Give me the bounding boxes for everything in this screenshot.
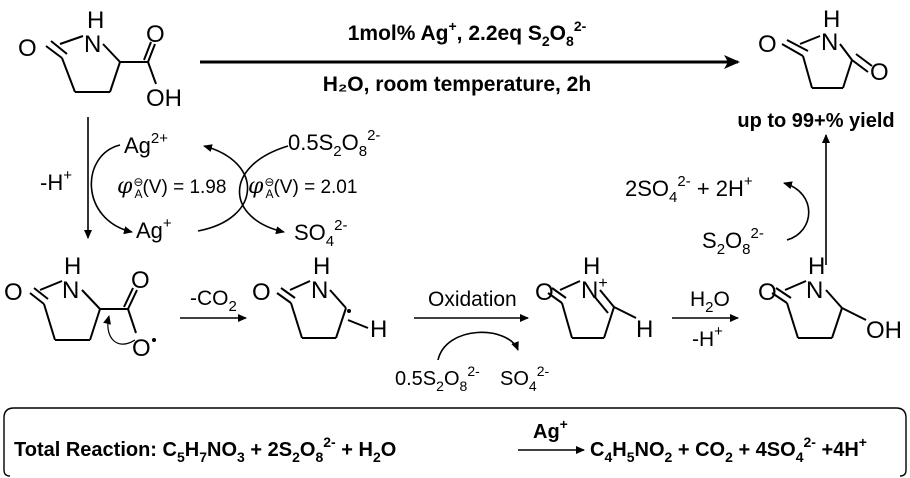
potential-right: φ⊖A(V) = 2.01	[248, 174, 357, 201]
atom-o: O	[535, 279, 554, 306]
iminium-hydrogen: H	[636, 316, 653, 343]
hydroxyl-group: OH	[866, 317, 902, 344]
total-reaction-equation: Total Reaction: C5H7NO3 + 2S2O82- + H2O	[14, 434, 396, 465]
atom-n: N	[62, 277, 79, 304]
atom-h: H	[808, 253, 825, 280]
hydration-proton-label: -H+	[692, 323, 723, 351]
radical-dot	[152, 338, 156, 342]
atom-n: N	[84, 31, 101, 58]
left-cycle-arc	[90, 144, 133, 235]
atom-h: H	[64, 253, 81, 280]
sulfate-label: SO42-	[294, 217, 347, 250]
atom-h: H	[87, 7, 104, 34]
atom-o: O	[131, 267, 150, 294]
yield-label: up to 99+% yield	[737, 110, 894, 132]
right-persulfate-arc	[238, 145, 289, 235]
radical-dot	[347, 309, 351, 313]
silver-plus: Ag+	[136, 215, 172, 243]
center-cycle-arc	[197, 144, 249, 232]
atom-n: N	[311, 277, 328, 304]
atom-n: N+	[581, 275, 608, 304]
carboxylate-intermediate-structure	[29, 280, 138, 345]
alpha-amino-radical-structure	[276, 280, 369, 339]
succinimide-structure	[781, 35, 873, 89]
reaction-conditions-line2: H₂O, room temperature, 2h	[323, 73, 591, 96]
total-reaction-bracket	[3, 407, 907, 477]
right-cycle-arc	[783, 181, 810, 241]
atom-h: H	[313, 253, 330, 280]
atom-o: O	[870, 59, 889, 86]
oxidation-sulfate-label: SO42-	[500, 363, 549, 394]
atom-o: O	[4, 279, 23, 306]
reaction-conditions-line1: 1mol% Ag+, 2.2eq S2O82-	[348, 18, 587, 49]
atom-o: O	[252, 279, 271, 306]
hydroxylactam-structure	[771, 280, 867, 339]
atom-o: O	[18, 35, 37, 62]
deprotonation-label: -H+	[40, 167, 72, 195]
total-reaction-catalyst: Ag+	[533, 416, 568, 443]
oxidation-label: Oxidation	[428, 288, 517, 311]
atom-n: N	[821, 29, 838, 56]
pyroglutamic-acid-structure	[45, 35, 157, 93]
oxidation-persulfate-arc	[437, 331, 519, 361]
atom-h: H	[583, 253, 600, 280]
persulfate-label: S2O82-	[702, 225, 764, 258]
sulfate-products-label: 2SO42- + 2H+	[625, 173, 753, 206]
atom-n: N	[806, 277, 823, 304]
atom-h: H	[823, 6, 840, 33]
atom-o: O	[758, 279, 777, 306]
persulfate-half-label: 0.5S2O82-	[288, 127, 380, 160]
oxidation-persulfate-label: 0.5S2O82-	[395, 363, 480, 394]
radical-hydrogen: H	[370, 316, 387, 343]
hydration-water-label: H2O	[690, 288, 730, 316]
total-reaction-products: C4H5NO2 + CO2 + 4SO42- +4H+	[590, 434, 867, 465]
potential-left: φ⊖A(V) = 1.98	[117, 174, 226, 201]
atom-o: O	[758, 31, 777, 58]
silver-2-plus: Ag2+	[124, 130, 168, 158]
decarboxylation-label: -CO2	[190, 287, 237, 315]
atom-oh: OH	[146, 85, 182, 112]
atom-o: O	[132, 335, 151, 362]
atom-o: O	[146, 21, 165, 48]
iminium-ion-structure	[547, 280, 637, 339]
